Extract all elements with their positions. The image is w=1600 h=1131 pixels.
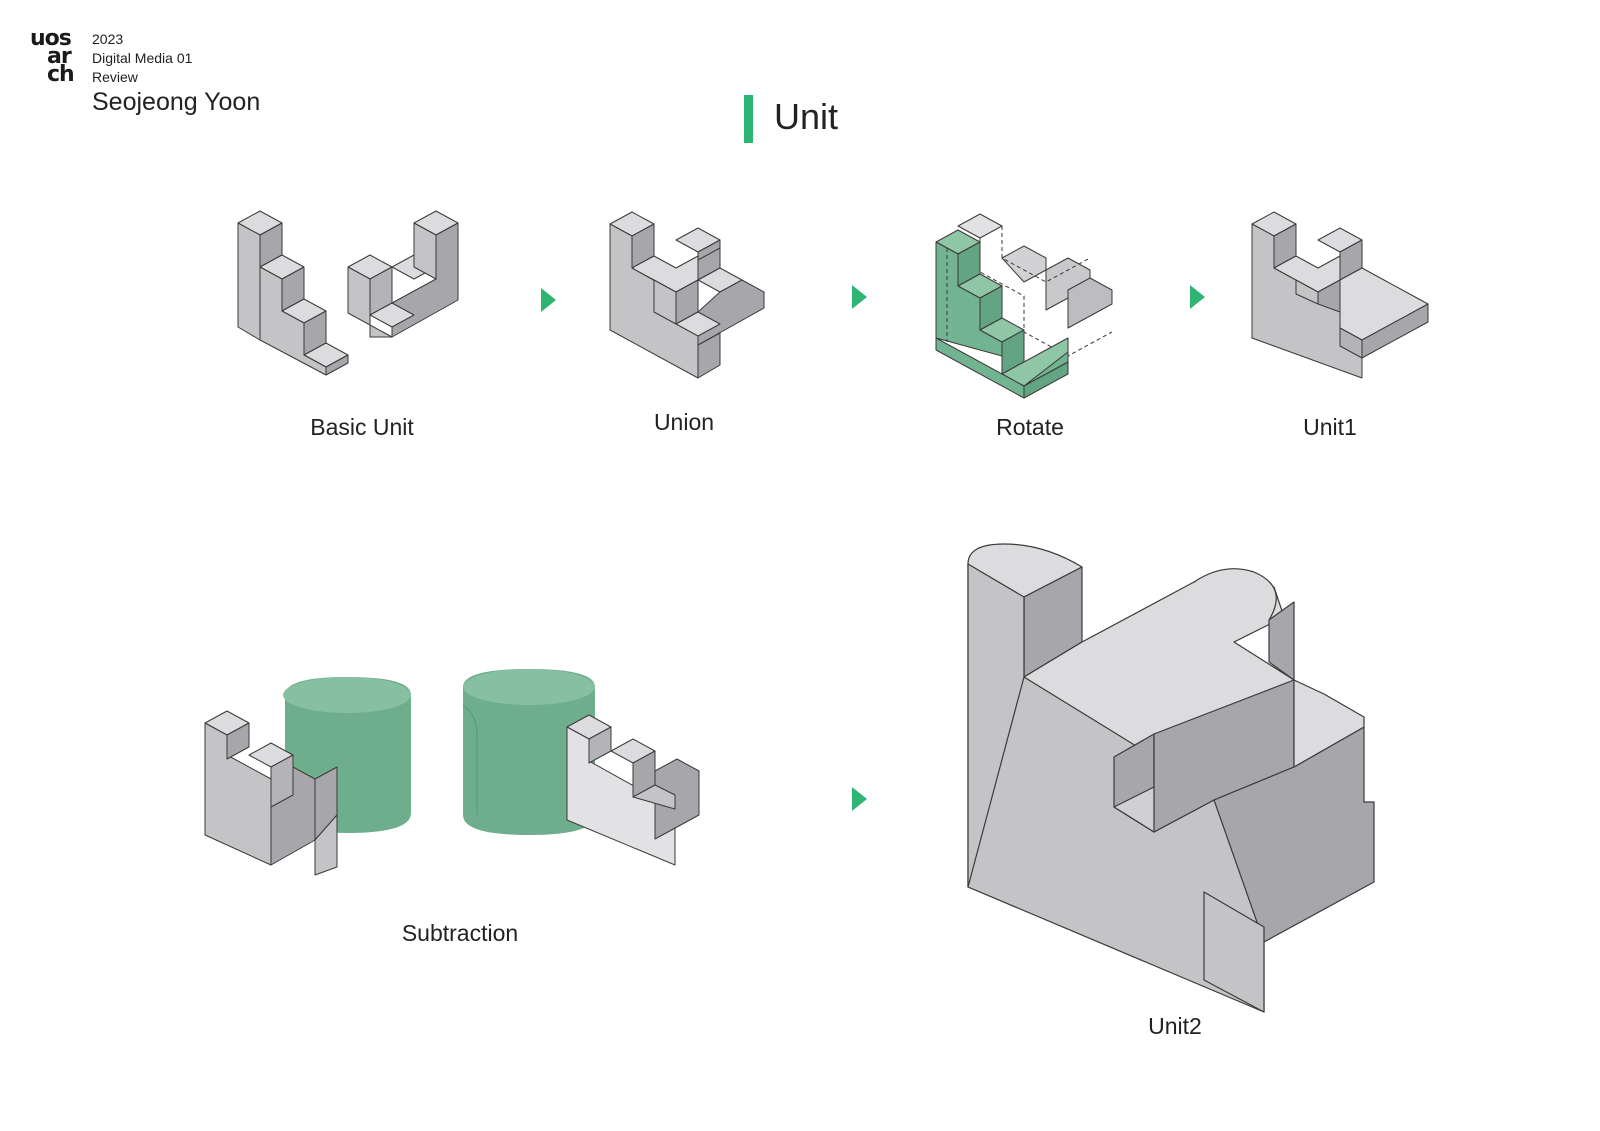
title-accent-bar: [744, 95, 753, 143]
year-text: 2023: [92, 31, 124, 47]
arrow-right-icon: [1190, 285, 1205, 309]
arrow-right-icon: [852, 285, 867, 309]
subtraction-label: Subtraction: [401, 920, 519, 946]
unit1-figure: [1251, 211, 1429, 379]
uos-arch-logo: uos ar ch: [30, 28, 86, 86]
course-text: Digital Media 01: [92, 50, 193, 66]
union-figure: [609, 211, 765, 379]
author-name: Seojeong Yoon: [92, 88, 261, 116]
arrow-right-icon: [852, 787, 867, 811]
arrow-right-icon: [541, 288, 556, 312]
basic-unit-figure: [237, 210, 459, 376]
header-meta: 2023 Digital Media 01 Review: [92, 30, 192, 87]
step-label-basic-unit: Basic Unit: [310, 414, 414, 440]
logo-line-2: ar: [47, 44, 72, 69]
subtraction-figure: [204, 669, 700, 876]
logo-line-3: ch: [47, 62, 75, 87]
logo-line-1: uos: [30, 26, 72, 51]
unit2-figure: [967, 543, 1375, 1013]
review-text: Review: [92, 69, 138, 85]
step-label-rotate: Rotate: [996, 414, 1064, 440]
step-label-union: Union: [653, 409, 715, 435]
section-title: Unit: [774, 96, 839, 137]
unit2-label: Unit2: [1148, 1013, 1202, 1039]
rotate-figure: [935, 213, 1113, 399]
step-label-unit1: Unit1: [1303, 414, 1357, 440]
